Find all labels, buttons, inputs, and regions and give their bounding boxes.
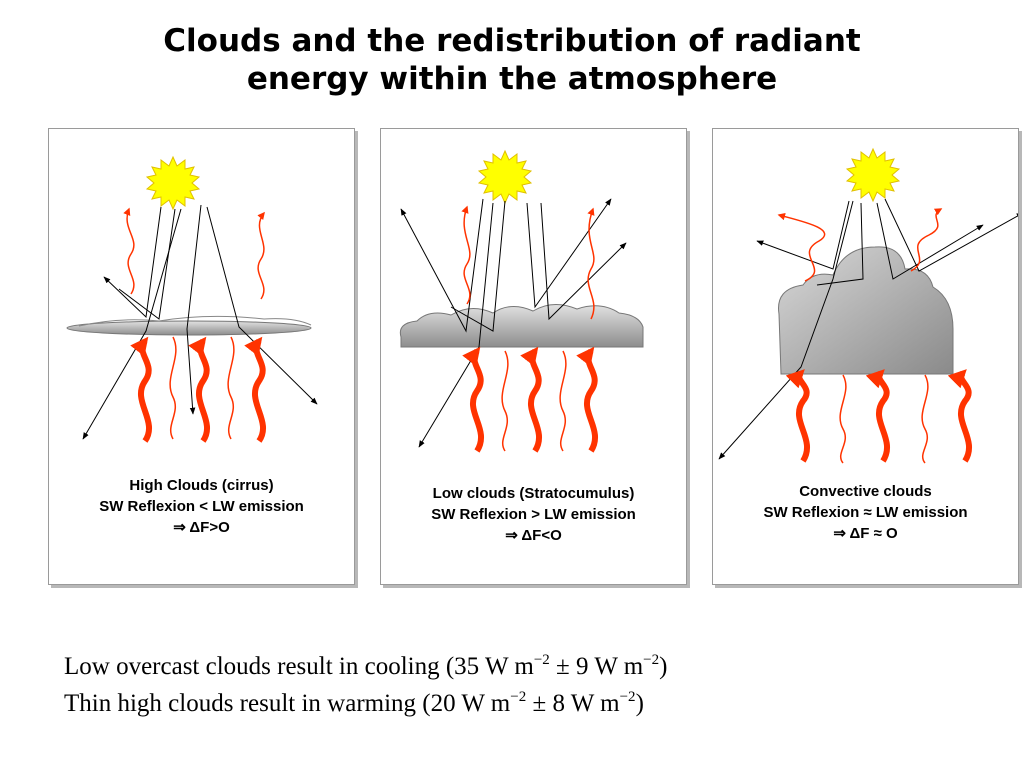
panel-low-clouds: Low clouds (Stratocumulus) SW Reflexion … — [380, 128, 687, 585]
convective-clouds-diagram — [718, 147, 1018, 464]
sw-ray-transmitted-3 — [206, 206, 318, 405]
lw-surface-up-3 — [244, 336, 267, 443]
sun-icon — [477, 149, 533, 205]
note-cooling-exp-1: −2 — [533, 652, 550, 668]
note-warming-exp-1: −2 — [510, 689, 527, 705]
sw-ray-reflected-2 — [118, 208, 176, 320]
lw-cloud-down-2 — [227, 336, 235, 440]
lw-emission-up-1 — [777, 212, 826, 282]
cirrus-cloud — [66, 320, 312, 336]
note-warming-end: ) — [635, 690, 644, 717]
sun-icon — [145, 155, 201, 211]
low-clouds-label: Low clouds (Stratocumulus) — [432, 485, 635, 502]
note-warming-exp-2: −2 — [619, 689, 636, 705]
lw-cloud-down-1 — [501, 350, 509, 452]
sw-ray-reflected-4 — [540, 202, 627, 321]
lw-surface-up-2 — [865, 369, 891, 463]
note-cooling-text: Low overcast clouds result in cooling (3… — [64, 653, 534, 680]
lw-emission-up-1 — [461, 205, 471, 305]
lw-surface-up-3 — [947, 369, 973, 463]
lw-emission-up-2 — [257, 211, 265, 300]
sw-ray-reflected — [103, 206, 162, 319]
lw-surface-up-2 — [188, 336, 211, 443]
high-clouds-diagram — [66, 155, 318, 443]
lw-surface-up-1 — [462, 346, 485, 453]
lw-surface-up-1 — [130, 336, 153, 443]
sw-ray-reflected-3 — [526, 198, 612, 309]
panel-high-clouds: High Clouds (cirrus) SW Reflexion < LW e… — [48, 128, 355, 585]
lw-surface-up-3 — [576, 346, 599, 453]
sw-ray-reflected-2 — [450, 200, 506, 332]
cumulonimbus-cloud — [778, 246, 954, 375]
lw-surface-up-2 — [520, 346, 543, 453]
sw-ray-transmitted — [718, 200, 854, 460]
lw-emission-up-2 — [910, 208, 943, 272]
low-clouds-flux: ⇒ ΔF<O — [505, 527, 562, 544]
high-clouds-relation: SW Reflexion < LW emission — [99, 498, 304, 515]
sw-ray-reflected-3 — [876, 202, 984, 280]
convective-clouds-flux: ⇒ ΔF ≈ O — [833, 525, 898, 542]
high-clouds-flux: ⇒ ΔF>O — [173, 519, 230, 536]
sw-ray-reflected-2 — [816, 202, 864, 286]
note-cooling-exp-2: −2 — [643, 652, 660, 668]
title-line-1: Clouds and the redistribution of radiant — [163, 23, 861, 59]
lw-cloud-down-1 — [169, 336, 177, 440]
note-warming: Thin high clouds result in warming (20 W… — [64, 685, 667, 722]
note-warming-mid: ± 8 W m — [526, 690, 620, 717]
panel-low-clouds-caption: Low clouds (Stratocumulus) SW Reflexion … — [381, 483, 686, 546]
note-cooling-end: ) — [659, 653, 668, 680]
high-clouds-label: High Clouds (cirrus) — [129, 477, 274, 494]
sw-ray-transmitted — [82, 208, 182, 440]
panel-high-clouds-caption: High Clouds (cirrus) SW Reflexion < LW e… — [49, 475, 354, 538]
note-warming-text: Thin high clouds result in warming (20 W… — [64, 690, 511, 717]
note-cooling: Low overcast clouds result in cooling (3… — [64, 648, 667, 685]
lw-surface-up-1 — [785, 369, 811, 463]
low-clouds-relation: SW Reflexion > LW emission — [431, 506, 636, 523]
convective-clouds-relation: SW Reflexion ≈ LW emission — [763, 504, 968, 521]
lw-cloud-down-1 — [839, 374, 847, 464]
panel-convective-clouds: Convective clouds SW Reflexion ≈ LW emis… — [712, 128, 1019, 585]
lw-cloud-down-2 — [559, 350, 567, 452]
title-line-2: energy within the atmosphere — [246, 61, 778, 97]
lw-cloud-down-2 — [921, 374, 929, 464]
low-clouds-diagram — [399, 149, 644, 453]
sw-ray-reflected-4 — [884, 198, 1018, 272]
panel-convective-clouds-caption: Convective clouds SW Reflexion ≈ LW emis… — [713, 481, 1018, 544]
lw-emission-up-1 — [123, 207, 135, 295]
note-cooling-mid: ± 9 W m — [549, 653, 644, 680]
sw-ray-transmitted-2 — [186, 204, 202, 415]
convective-clouds-label: Convective clouds — [799, 483, 932, 500]
sw-ray-reflected — [400, 198, 484, 333]
stratocumulus-cloud — [399, 304, 644, 348]
sun-icon — [845, 147, 901, 203]
cirrus-cloud-top — [78, 315, 312, 327]
sw-ray-reflected — [756, 200, 850, 270]
summary-notes: Low overcast clouds result in cooling (3… — [64, 648, 667, 722]
slide-title: Clouds and the redistribution of radiant… — [0, 22, 1024, 98]
lw-emission-up-2 — [587, 207, 595, 320]
